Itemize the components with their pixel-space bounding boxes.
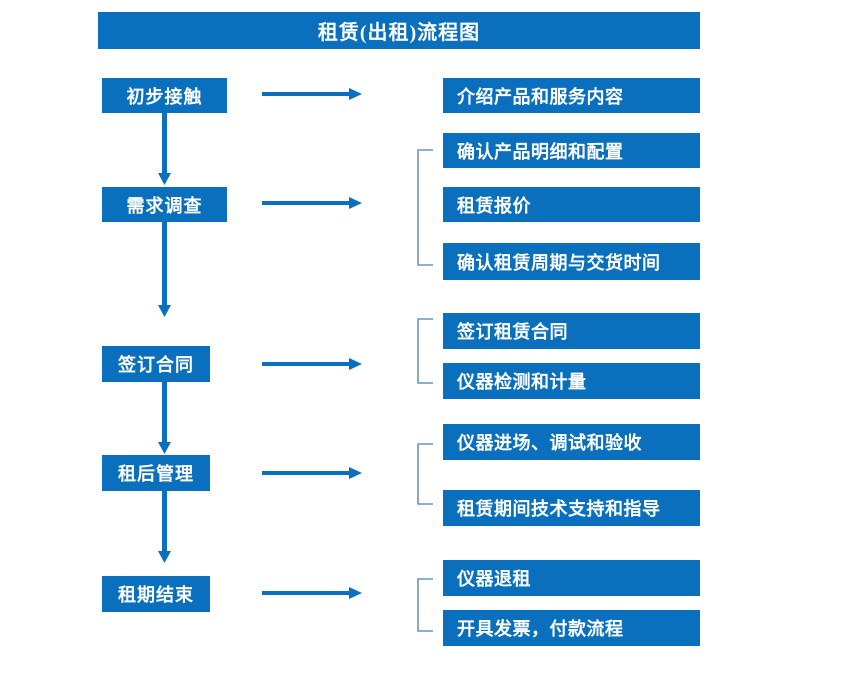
stage-box-needs-survey[interactable]: 需求调查	[102, 187, 227, 222]
detail-label: 确认产品明细和配置	[457, 141, 624, 162]
stage-box-initial-contact[interactable]: 初步接触	[102, 78, 227, 113]
flowchart-title-banner: 租赁(出租)流程图	[98, 12, 700, 49]
detail-label: 签订租赁合同	[457, 322, 568, 342]
group-bracket	[417, 578, 434, 632]
stage-label: 租后管理	[118, 464, 194, 484]
stage-box-post-rental-management[interactable]: 租后管理	[102, 455, 210, 491]
flowchart-title-text: 租赁(出租)流程图	[317, 22, 481, 44]
detail-label: 仪器退租	[457, 569, 531, 589]
stage-box-lease-end[interactable]: 租期结束	[102, 576, 210, 612]
flow-arrow-right	[262, 465, 362, 481]
detail-box[interactable]: 开具发票，付款流程	[443, 610, 700, 646]
detail-label: 租赁期间技术支持和指导	[457, 499, 661, 519]
detail-label: 开具发票，付款流程	[457, 619, 624, 639]
flow-arrow-down	[156, 113, 172, 185]
detail-label: 介绍产品和服务内容	[457, 86, 624, 107]
detail-label: 确认租赁周期与交货时间	[457, 252, 661, 273]
detail-box[interactable]: 签订租赁合同	[443, 313, 700, 349]
detail-label: 租赁报价	[457, 195, 531, 216]
detail-label: 仪器进场、调试和验收	[457, 433, 642, 453]
stage-label: 初步接触	[126, 86, 203, 107]
flow-arrow-down	[156, 491, 172, 563]
detail-box[interactable]: 确认产品明细和配置	[443, 133, 700, 168]
detail-box[interactable]: 仪器检测和计量	[443, 363, 700, 399]
flow-arrow-down	[156, 222, 172, 317]
flow-arrow-down	[156, 382, 172, 454]
detail-box[interactable]: 介绍产品和服务内容	[443, 78, 700, 113]
detail-box[interactable]: 租赁报价	[443, 187, 700, 222]
detail-box[interactable]: 租赁期间技术支持和指导	[443, 490, 700, 526]
flow-arrow-right	[262, 356, 362, 372]
stage-box-sign-contract[interactable]: 签订合同	[102, 346, 210, 382]
detail-box[interactable]: 仪器退租	[443, 560, 700, 596]
detail-box[interactable]: 仪器进场、调试和验收	[443, 424, 700, 460]
group-bracket	[417, 149, 434, 266]
stage-label: 需求调查	[126, 195, 203, 216]
stage-label: 签订合同	[118, 355, 194, 375]
flow-arrow-right	[262, 585, 362, 601]
detail-label: 仪器检测和计量	[457, 372, 587, 392]
stage-label: 租期结束	[118, 585, 194, 605]
group-bracket	[417, 443, 434, 505]
flow-arrow-right	[262, 195, 362, 211]
group-bracket	[417, 318, 434, 384]
detail-box[interactable]: 确认租赁周期与交货时间	[443, 243, 700, 280]
flow-arrow-right	[262, 86, 362, 102]
